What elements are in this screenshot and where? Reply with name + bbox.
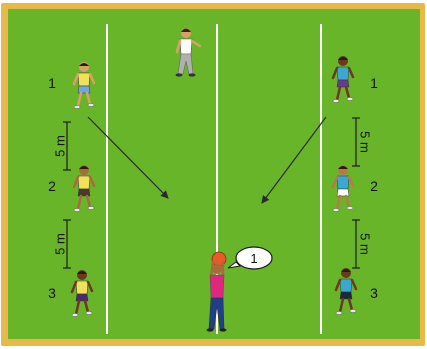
distance-label: 5 m	[358, 131, 373, 153]
arrow-left-pass	[87, 116, 169, 199]
right-player-2-number: 2	[370, 178, 378, 194]
callout-number: 1	[250, 251, 257, 266]
callout-bubble	[235, 246, 273, 270]
distance-label: 5 m	[358, 233, 373, 255]
distance-marker-left-bottom: 5 m	[52, 219, 71, 269]
distance-marker-right-bottom: 5 m	[352, 219, 373, 269]
arrow-right-pass	[261, 116, 327, 204]
left-player-1-number: 1	[48, 75, 56, 91]
left-player-2-number: 2	[48, 178, 56, 194]
left-player-2	[72, 165, 96, 212]
player-figures	[70, 28, 358, 332]
right-player-1-number: 1	[370, 75, 378, 91]
right-player-2	[331, 165, 355, 212]
distance-label: 5 m	[52, 233, 67, 255]
distance-marker-left-top: 5 m	[52, 121, 71, 171]
right-player-1	[331, 56, 355, 103]
left-player-1	[72, 62, 96, 109]
coach-callout: 1	[227, 246, 273, 270]
left-player-3	[70, 270, 94, 317]
right-player-3	[334, 268, 358, 315]
distance-marker-right-top: 5 m	[352, 117, 373, 167]
right-player-3-number: 3	[370, 285, 378, 301]
left-player-3-number: 3	[48, 285, 56, 301]
referee	[175, 28, 202, 77]
coach	[206, 251, 227, 332]
distance-label: 5 m	[52, 135, 67, 157]
